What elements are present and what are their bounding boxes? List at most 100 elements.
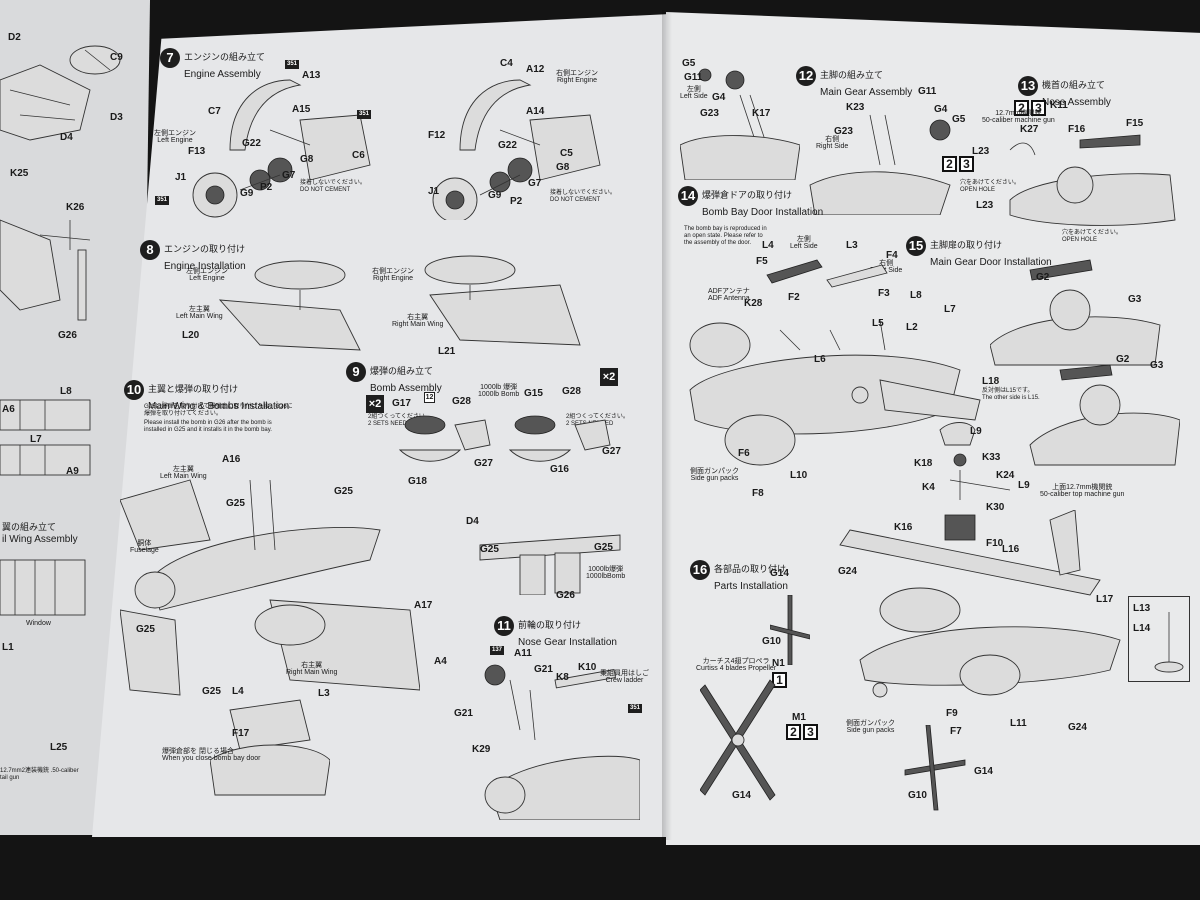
part-label: J1 <box>175 172 187 183</box>
right-page <box>666 12 1200 845</box>
part-label: G25 <box>594 542 613 553</box>
part-label: A13 <box>302 70 321 81</box>
part-label: G26 <box>58 330 77 341</box>
part-label: L16 <box>1002 544 1020 555</box>
part-label: G11 <box>684 72 703 83</box>
part-label: G28 <box>562 386 581 397</box>
step-10-note: Please install the bomb in G26 after the… <box>144 420 272 433</box>
step-title-jp: 主脚の組み立て <box>820 71 884 81</box>
part-label: L2 <box>906 322 918 333</box>
part-label: F7 <box>950 726 962 737</box>
antenna-drawing <box>1154 612 1184 673</box>
part-label: G7 <box>528 178 542 189</box>
part-label: L4 <box>762 240 774 251</box>
part-label: K18 <box>914 458 933 469</box>
n1-badge: 1 <box>772 672 787 688</box>
part-label: G17 <box>392 398 411 409</box>
step-number: 9 <box>346 362 366 382</box>
part-label: G14 <box>770 568 789 579</box>
part-label: F10 <box>986 538 1004 549</box>
part-label: A6 <box>2 404 15 415</box>
tail-gun-note: 12.7mm2連装機銃 .50-caliber tail gun <box>0 768 79 781</box>
part-label: G14 <box>732 790 751 801</box>
step-14-header: 14 爆弾倉ドアの取り付け Bomb Bay Door Installation <box>678 186 823 220</box>
part-label: A16 <box>222 454 241 465</box>
part-label: G8 <box>556 162 570 173</box>
part-label: A14 <box>526 106 545 117</box>
part-label: F15 <box>1126 118 1144 129</box>
part-label: A9 <box>66 466 79 477</box>
part-label: G4 <box>712 92 726 103</box>
part-label: L1 <box>2 642 14 653</box>
part-label: G2 <box>1036 272 1050 283</box>
part-label: L14 <box>1133 623 1151 634</box>
step-title-jp: 各部品の取り付け <box>714 565 787 575</box>
part-label: D4 <box>60 132 73 143</box>
part-label: L8 <box>910 290 922 301</box>
part-label: A4 <box>434 656 447 667</box>
window-label: Window <box>26 620 51 627</box>
part-label: G9 <box>488 190 502 201</box>
part-label: G18 <box>408 476 427 487</box>
part-label: D4 <box>466 516 479 527</box>
part-label: K28 <box>744 298 763 309</box>
part-label: G23 <box>834 126 853 137</box>
part-label: D2 <box>8 32 21 43</box>
step-title: Main Gear Door Installation <box>930 256 1052 268</box>
part-label: C5 <box>560 148 573 159</box>
part-label: F5 <box>756 256 768 267</box>
part-label: G27 <box>474 458 493 469</box>
step-14-note: The bomb bay is reproduced in an open st… <box>684 226 767 246</box>
paint-code-badge: 351 <box>285 60 300 69</box>
part-label: G22 <box>498 140 517 151</box>
part-label: C9 <box>110 52 123 63</box>
step-15-header: 15 主脚扉の取り付け Main Gear Door Installation <box>906 236 1052 270</box>
part-label: P2 <box>510 196 523 207</box>
step-title-jp: 主脚扉の取り付け <box>930 241 1003 251</box>
step-title-jp: エンジンの組み立て <box>184 53 266 63</box>
other-side-note: 反対側はL15です。The other side is L15. <box>982 388 1040 401</box>
part-label: C6 <box>352 150 365 161</box>
part-label: L5 <box>872 318 884 329</box>
part-label: G5 <box>952 114 966 125</box>
part-label: A11 <box>514 648 532 659</box>
part-label: D3 <box>110 112 123 123</box>
part-label: F4 <box>886 250 898 261</box>
part-label: G16 <box>550 464 569 475</box>
part-label: K29 <box>472 744 491 755</box>
part-label: K11 <box>1050 100 1068 111</box>
part-label: C7 <box>208 106 221 117</box>
part-label: L4 <box>232 686 244 697</box>
part-label: G10 <box>762 636 781 647</box>
do-not-cement-note: 接着しないでください。DO NOT CEMENT <box>300 180 366 193</box>
step-number: 14 <box>678 186 698 206</box>
part-label: K26 <box>66 202 85 213</box>
step-number: 15 <box>906 236 926 256</box>
part-label: G25 <box>202 686 221 697</box>
part-label: K25 <box>10 168 29 179</box>
antenna-inset: L13 L14 <box>1128 596 1190 682</box>
part-label: P2 <box>260 182 273 193</box>
step-number: 13 <box>1018 76 1038 96</box>
part-label: G9 <box>240 188 254 199</box>
step-number: 8 <box>140 240 160 260</box>
step-title: Bomb Bay Door Installation <box>702 206 824 218</box>
step-title-jp: 爆弾倉ドアの取り付け <box>702 191 793 201</box>
part-label: K8 <box>556 672 569 683</box>
part-label: G24 <box>838 566 857 577</box>
tail-step-title-jp: 翼の組み立て <box>2 523 57 533</box>
two-sets-note: 2組つくってください。2 SETS NEEDED <box>368 414 431 427</box>
